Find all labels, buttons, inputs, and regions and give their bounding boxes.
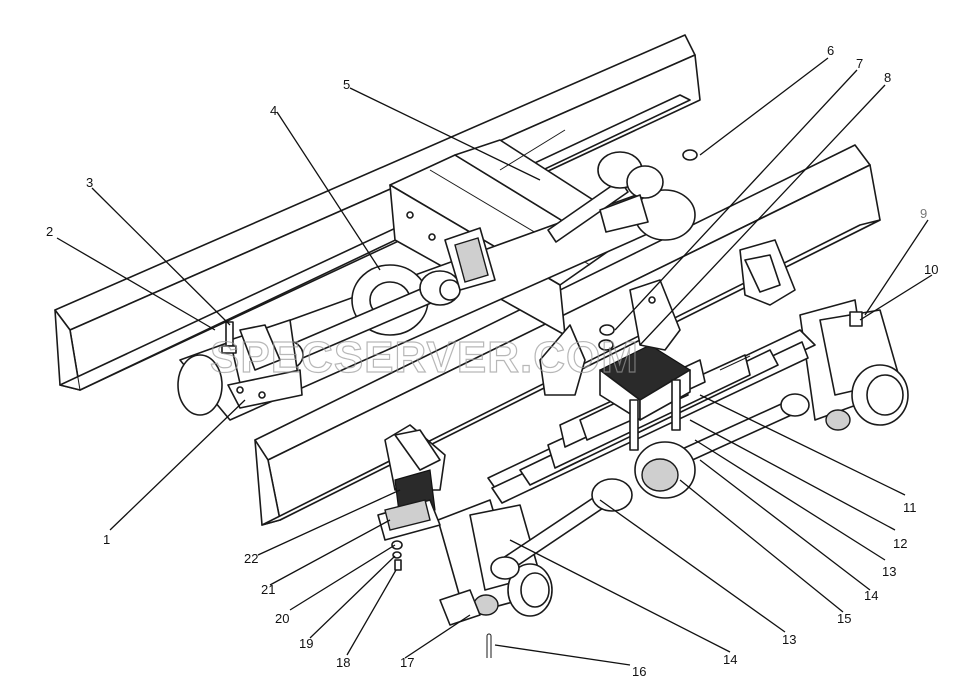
callout-11: 11 (903, 500, 917, 515)
rubber-pad (377, 499, 441, 541)
bolt (221, 321, 237, 354)
shock-absorber-bracket (444, 227, 496, 291)
watermark: SPECSERVER.COM (210, 333, 639, 382)
callout-14-front: 14 (723, 652, 737, 667)
reaction-rod-lower-front (490, 478, 633, 580)
callout-16: 16 (632, 664, 646, 679)
reaction-rod-lower-rear (679, 393, 810, 463)
callout-7: 7 (856, 56, 863, 71)
rod-bracket-left (227, 319, 303, 409)
callout-22: 22 (244, 551, 258, 566)
reaction-rod-upper (547, 151, 664, 243)
callout-2: 2 (46, 224, 53, 239)
nut (391, 540, 403, 550)
callout-3: 3 (86, 175, 93, 190)
callout-20: 20 (275, 611, 289, 626)
spring-center-pad (598, 344, 692, 451)
callout-6: 6 (827, 43, 834, 58)
callout-10: 10 (924, 262, 938, 277)
callout-21: 21 (261, 582, 275, 597)
callout-5: 5 (343, 77, 350, 92)
cotter-pin (486, 633, 492, 658)
callout-19: 19 (299, 636, 313, 651)
spring-hanger-center (629, 279, 681, 351)
callout-9: 9 (920, 206, 927, 221)
callout-15: 15 (837, 611, 851, 626)
callouts: 1 2 3 4 5 6 7 8 9 10 11 12 13 13 14 14 1… (46, 43, 938, 679)
callout-8: 8 (884, 70, 891, 85)
callout-13-rear: 13 (882, 564, 896, 579)
hub-cover (634, 441, 696, 499)
axle-hub-front (437, 499, 553, 626)
callout-14-rear: 14 (864, 588, 878, 603)
spring-hanger-left (539, 324, 586, 396)
bolt-lower (394, 559, 402, 571)
callout-1: 1 (103, 532, 110, 547)
axle-hub-right (799, 299, 909, 431)
callout-18: 18 (336, 655, 350, 670)
spring-hanger-rear (739, 239, 796, 306)
cotter-pin-rear (682, 149, 698, 161)
callout-12: 12 (893, 536, 907, 551)
lock-washers (598, 324, 615, 351)
leader-lines (56, 57, 933, 666)
callout-17: 17 (400, 655, 414, 670)
callout-4: 4 (270, 103, 277, 118)
callout-13-front: 13 (782, 632, 796, 647)
